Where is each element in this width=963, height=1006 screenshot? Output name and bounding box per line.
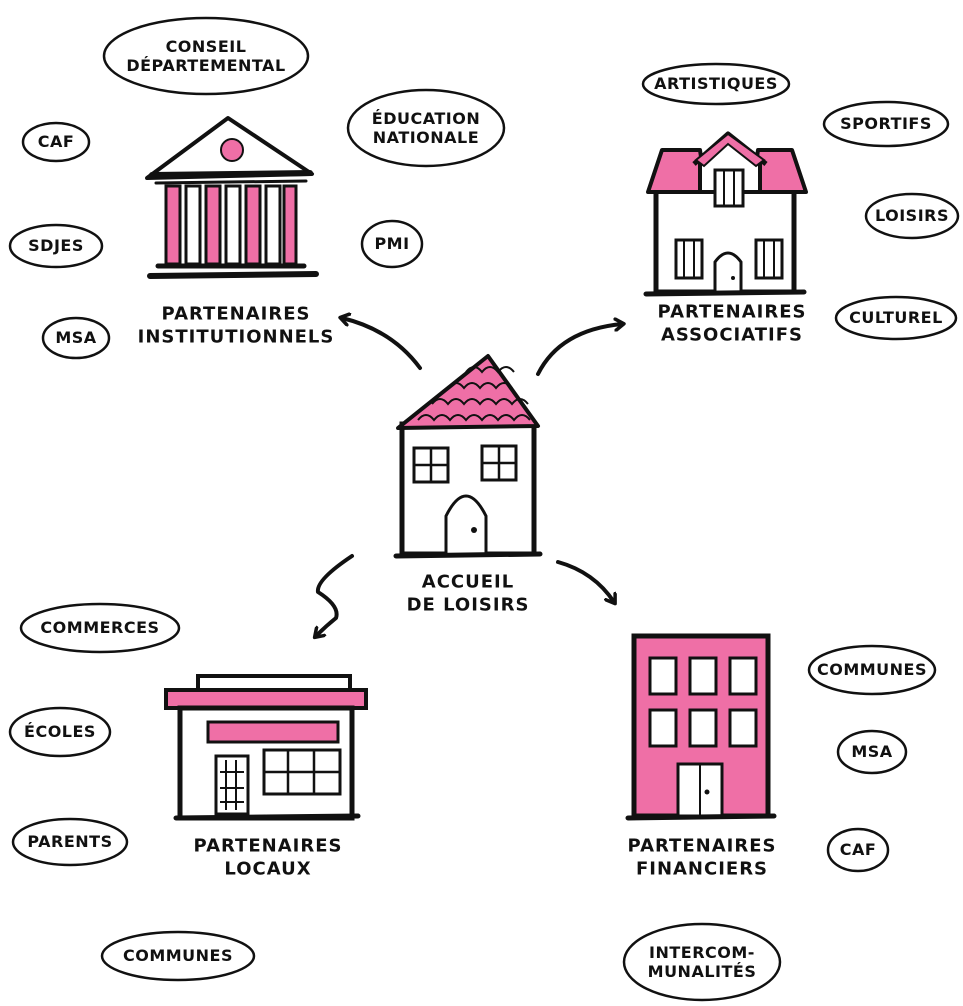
arrow-to-institutionnels — [342, 318, 422, 370]
bubble-sportifs: SPORTIFS — [822, 100, 950, 148]
bubble-parents: PARENTS — [11, 817, 129, 867]
bubble-artistiques: ARTISTIQUES — [641, 62, 791, 106]
label-accueil-de-loisirs: ACCUEIL DE LOISIRS — [406, 571, 530, 616]
arrow-to-financiers — [556, 560, 614, 602]
arrow-to-locaux — [316, 554, 354, 636]
label-partenaires-institutionnels: PARTENAIRES INSTITUTIONNELS — [137, 303, 335, 348]
label-partenaires-associatifs: PARTENAIRES ASSOCIATIFS — [657, 301, 807, 346]
house-icon — [393, 354, 543, 559]
bubble-msa: MSA — [41, 316, 111, 360]
bubble-communes-financiers: COMMUNES — [807, 644, 937, 696]
courthouse-icon — [145, 116, 319, 279]
bubble-sdjes: SDJES — [8, 223, 104, 269]
bubble-ecoles: ÉCOLES — [8, 706, 112, 758]
bubble-culturel: CULTUREL — [834, 295, 958, 341]
office-building-icon — [625, 633, 777, 821]
label-partenaires-locaux: PARTENAIRES LOCAUX — [193, 835, 343, 880]
bubble-caf-financiers: CAF — [826, 827, 890, 873]
bubble-loisirs: LOISIRS — [864, 192, 960, 240]
bubble-msa-financiers: MSA — [836, 729, 908, 775]
label-partenaires-financiers: PARTENAIRES FINANCIERS — [627, 835, 777, 880]
bubble-caf: CAF — [21, 121, 91, 163]
shop-icon — [164, 674, 368, 821]
bubble-commerces: COMMERCES — [19, 602, 181, 654]
arrow-to-associatifs — [536, 324, 622, 376]
bubble-communes-locaux: COMMUNES — [100, 930, 256, 982]
bubble-pmi: PMI — [360, 219, 424, 269]
bubble-intercommunalites: INTERCOM-MUNALITÉS — [622, 922, 782, 1002]
mansion-icon — [643, 131, 808, 297]
